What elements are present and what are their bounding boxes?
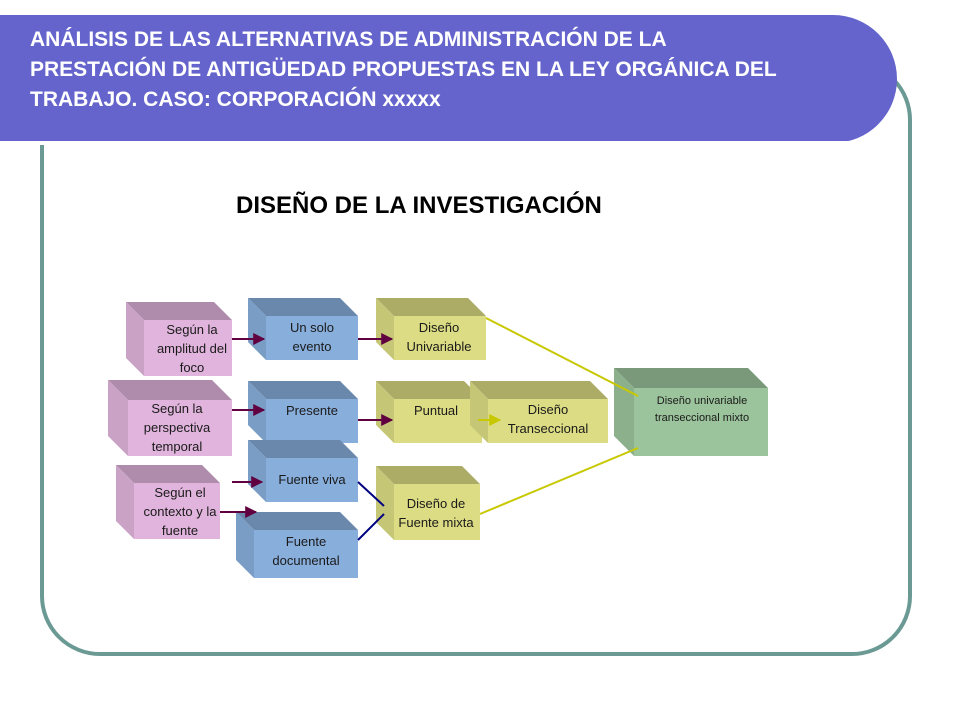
criteria-contexto-label: Según el contexto y la fuente xyxy=(143,484,217,538)
slide-title: ANÁLISIS DE LAS ALTERNATIVAS DE ADMINIST… xyxy=(30,28,777,111)
option-fuente-viva-box xyxy=(248,440,358,502)
option-fuente-documental-box xyxy=(236,512,358,578)
design-univariable-box xyxy=(376,298,486,360)
line-mixta-to-result xyxy=(479,447,639,515)
design-puntual-box xyxy=(376,381,482,443)
criteria-amplitud-box xyxy=(126,302,232,376)
connector-documental-to-mixta xyxy=(357,513,385,541)
criteria-perspectiva-label: Según la perspectiva temporal xyxy=(143,400,211,454)
design-fuente-mixta-box xyxy=(376,466,480,540)
design-transeccional-box xyxy=(470,381,608,443)
result-design-box xyxy=(614,368,768,456)
diagram-title: DISEÑO DE LA INVESTIGACIÓN xyxy=(236,192,602,219)
result-design-label: Diseño univariable transeccional mixto xyxy=(654,395,750,424)
design-fuente-mixta-label: Diseño de Fuente mixta xyxy=(398,496,474,530)
title-banner xyxy=(0,15,897,145)
option-un-solo-evento-label: Un solo evento xyxy=(289,320,335,354)
option-fuente-documental-label: Fuente documental xyxy=(272,534,340,568)
design-puntual-label: Puntual xyxy=(413,402,459,418)
criteria-amplitud-label: Según la amplitud del foco xyxy=(156,321,228,375)
design-transeccional-label: Diseño Transeccional xyxy=(507,402,589,436)
criteria-contexto-box xyxy=(116,465,220,539)
line-univariable-to-result xyxy=(485,317,639,397)
design-univariable-label: Diseño Univariable xyxy=(406,320,472,354)
option-fuente-viva-label: Fuente viva xyxy=(278,471,346,487)
connector-viva-to-mixta xyxy=(357,481,385,507)
banner-underline xyxy=(0,141,848,145)
option-presente-box xyxy=(248,381,358,443)
option-presente-label: Presente xyxy=(285,402,339,418)
criteria-perspectiva-box xyxy=(108,380,232,456)
